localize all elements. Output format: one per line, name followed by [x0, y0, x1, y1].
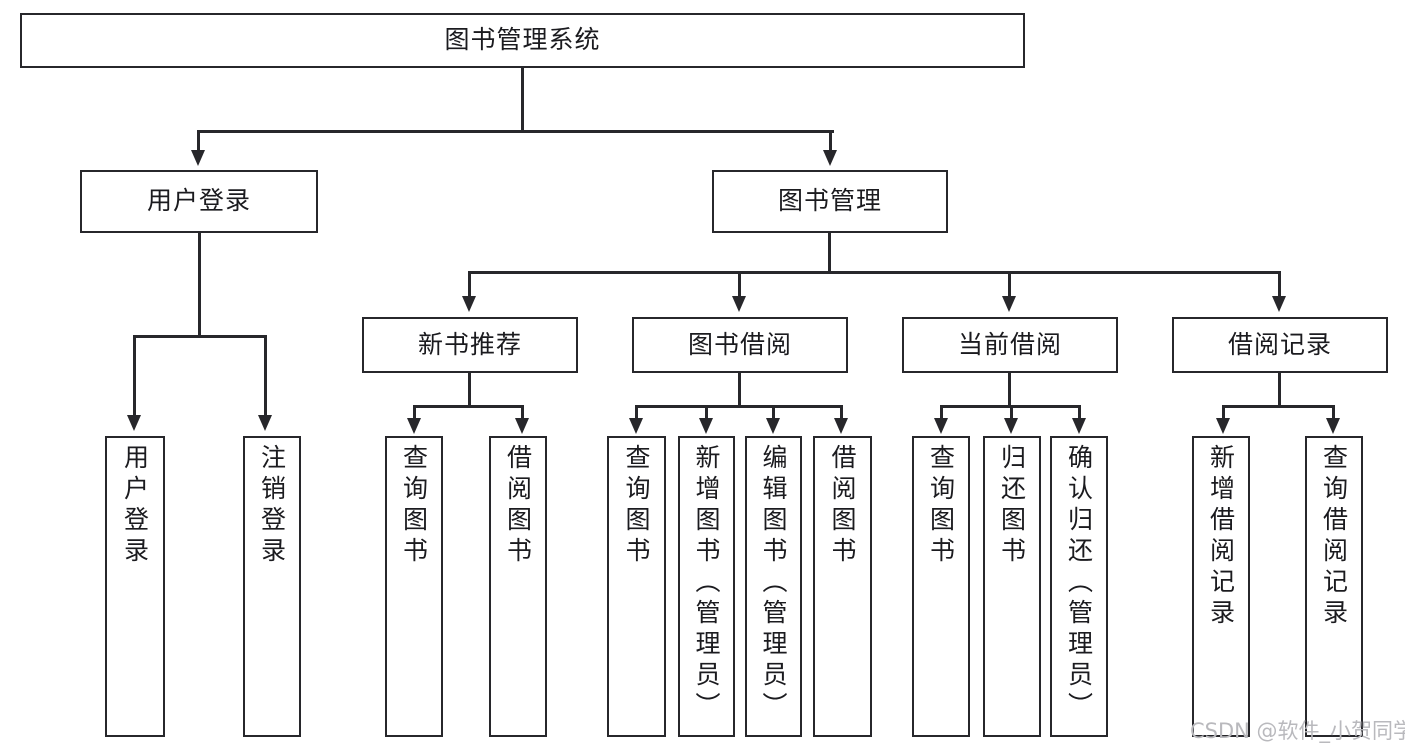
node-label: 图书管理系统 [444, 25, 601, 55]
connector-new-book-drop-1 [413, 405, 416, 421]
connector-book-borrow-bus [635, 405, 843, 408]
arrowhead-new-book-recommend [462, 296, 476, 312]
arrowhead-leaf-query-borrow-record [1326, 418, 1340, 434]
connector-book-manage-drop-2 [738, 271, 741, 301]
node-label: 用户登录 [146, 186, 251, 216]
connector-root-stem [521, 68, 524, 130]
connector-user-login-bus [133, 335, 267, 338]
leaf-label: 新增图书（管理员） [692, 444, 721, 723]
leaf-borrow-book-1[interactable]: 借阅图书 [489, 436, 547, 737]
connector-user-login-drop-2 [264, 335, 267, 420]
arrowhead-leaf-add-book-admin [699, 418, 713, 434]
arrowhead-leaf-confirm-return-admin [1072, 418, 1086, 434]
leaf-label: 查询图书 [926, 444, 956, 568]
arrowhead-user-login [191, 150, 205, 166]
node-label: 图书借阅 [687, 329, 792, 359]
connector-book-manage-bus [468, 271, 1279, 274]
connector-borrow-record-stem [1278, 373, 1281, 405]
connector-borrow-record-drop-1 [1222, 405, 1225, 421]
connector-root-drop-left [197, 130, 200, 156]
connector-user-login-stem [198, 233, 201, 335]
connector-book-borrow-drop-1 [635, 405, 638, 421]
leaf-label: 用户登录 [120, 444, 150, 568]
leaf-label: 查询图书 [622, 444, 651, 568]
leaf-query-book-3[interactable]: 查询图书 [912, 436, 970, 737]
node-label: 新书推荐 [417, 329, 522, 359]
leaf-borrow-book-2[interactable]: 借阅图书 [813, 436, 872, 737]
csdn-watermark: CSDN @软件_小贺同学 [1190, 719, 1405, 743]
leaf-edit-book-admin[interactable]: 编辑图书（管理员） [745, 436, 802, 737]
node-label: 图书管理 [777, 186, 882, 216]
arrowhead-leaf-borrow-book-2 [834, 418, 848, 434]
connector-book-borrow-drop-3 [772, 405, 775, 421]
leaf-query-book-1[interactable]: 查询图书 [385, 436, 443, 737]
leaf-logout-login[interactable]: 注销登录 [243, 436, 301, 737]
connector-book-borrow-drop-4 [840, 405, 843, 421]
arrowhead-leaf-add-borrow-record [1216, 418, 1230, 434]
leaf-add-borrow-record[interactable]: 新增借阅记录 [1192, 436, 1250, 737]
leaf-query-book-2[interactable]: 查询图书 [607, 436, 666, 737]
arrowhead-borrow-record [1272, 296, 1286, 312]
leaf-label: 查询图书 [399, 444, 429, 568]
connector-user-login-drop-1 [133, 335, 136, 420]
connector-book-borrow-drop-2 [705, 405, 708, 421]
arrowhead-leaf-borrow-book-1 [515, 418, 529, 434]
node-current-borrow[interactable]: 当前借阅 [902, 317, 1118, 373]
arrowhead-leaf-edit-book-admin [766, 418, 780, 434]
arrowhead-leaf-user-login [127, 415, 141, 431]
connector-book-borrow-stem [738, 373, 741, 405]
arrowhead-leaf-return-book [1004, 418, 1018, 434]
connector-current-borrow-drop-1 [940, 405, 943, 421]
connector-new-book-stem [468, 373, 471, 405]
leaf-label: 查询借阅记录 [1319, 444, 1349, 630]
leaf-label: 确认归还（管理员） [1064, 444, 1094, 723]
leaf-label: 归还图书 [997, 444, 1027, 568]
arrowhead-book-manage [823, 150, 837, 166]
connector-borrow-record-drop-2 [1332, 405, 1335, 421]
connector-new-book-bus [413, 405, 524, 408]
arrowhead-leaf-query-book-3 [934, 418, 948, 434]
node-label: 当前借阅 [957, 329, 1062, 359]
arrowhead-book-borrow [732, 296, 746, 312]
node-user-login[interactable]: 用户登录 [80, 170, 318, 233]
leaf-user-login[interactable]: 用户登录 [105, 436, 165, 737]
node-root-book-management-system[interactable]: 图书管理系统 [20, 13, 1025, 68]
arrowhead-leaf-query-book-1 [407, 418, 421, 434]
node-book-borrow[interactable]: 图书借阅 [632, 317, 848, 373]
node-borrow-record[interactable]: 借阅记录 [1172, 317, 1388, 373]
connector-book-manage-drop-4 [1278, 271, 1281, 301]
node-book-manage[interactable]: 图书管理 [712, 170, 948, 233]
connector-new-book-drop-2 [521, 405, 524, 421]
leaf-label: 借阅图书 [828, 444, 857, 568]
connector-borrow-record-bus [1222, 405, 1335, 408]
connector-current-borrow-drop-2 [1010, 405, 1013, 421]
connector-root-bus [197, 130, 834, 133]
arrowhead-current-borrow [1002, 296, 1016, 312]
leaf-label: 新增借阅记录 [1206, 444, 1236, 630]
node-label: 借阅记录 [1227, 329, 1332, 359]
connector-current-borrow-stem [1008, 373, 1011, 405]
arrowhead-leaf-logout-login [258, 415, 272, 431]
arrowhead-leaf-query-book-2 [629, 418, 643, 434]
leaf-query-borrow-record[interactable]: 查询借阅记录 [1305, 436, 1363, 737]
connector-book-manage-stem [828, 233, 831, 271]
leaf-label: 编辑图书（管理员） [759, 444, 788, 723]
leaf-confirm-return-admin[interactable]: 确认归还（管理员） [1050, 436, 1108, 737]
node-new-book-recommend[interactable]: 新书推荐 [362, 317, 578, 373]
leaf-label: 借阅图书 [503, 444, 533, 568]
connector-root-drop-right [829, 130, 832, 156]
connector-current-borrow-drop-3 [1078, 405, 1081, 421]
connector-book-manage-drop-1 [468, 271, 471, 301]
connector-book-manage-drop-3 [1008, 271, 1011, 301]
leaf-label: 注销登录 [257, 444, 287, 568]
leaf-return-book[interactable]: 归还图书 [983, 436, 1041, 737]
leaf-add-book-admin[interactable]: 新增图书（管理员） [678, 436, 735, 737]
